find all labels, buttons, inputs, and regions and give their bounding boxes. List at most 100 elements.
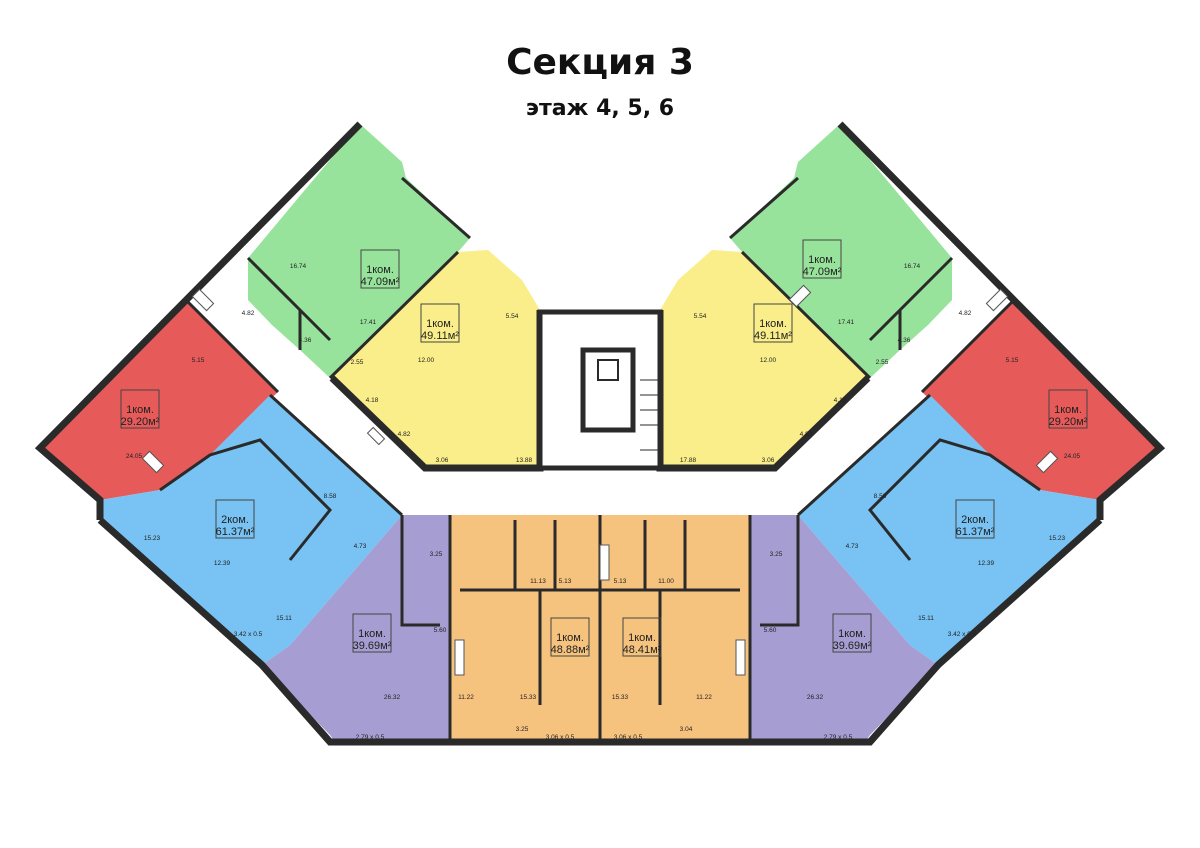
room-dimension: 12.39 <box>978 560 995 567</box>
apt-orange-right[interactable] <box>600 515 750 740</box>
apartment-label-blue-right: 2ком.61.37м² <box>955 499 995 539</box>
apartment-area: 29.20м² <box>1049 416 1088 428</box>
apartment-label-orange-left: 1ком.48.88м² <box>550 617 590 657</box>
apartment-label-yellow-left: 1ком.49.11м² <box>420 303 460 343</box>
apartment-label-yellow-right: 1ком.49.11м² <box>753 303 793 343</box>
room-dimension: 3.04 <box>680 726 693 733</box>
room-dimension: 15.11 <box>276 615 292 622</box>
room-dimension: 16.74 <box>904 263 921 270</box>
room-dimension: 15.33 <box>520 694 537 701</box>
apartment-area: 39.69м² <box>833 640 872 652</box>
apartment-rooms: 2ком. <box>221 514 249 526</box>
room-dimension: 24.05 <box>126 453 143 460</box>
apartment-rooms: 1ком. <box>808 254 836 266</box>
apartment-label-box <box>1048 389 1088 429</box>
apartment-rooms: 1ком. <box>366 264 394 276</box>
apartment-area: 39.69м² <box>353 640 392 652</box>
room-dimension: 3.06 x 0.5 <box>546 734 575 741</box>
windows <box>141 284 1059 676</box>
apartment-label-box <box>215 499 255 539</box>
floor-subtitle: этаж 4, 5, 6 <box>525 96 675 121</box>
apartment-label-box <box>802 239 842 279</box>
apt-blue-right[interactable] <box>798 395 1100 665</box>
apartment-area: 47.09м² <box>803 266 842 278</box>
room-dimension: 3.25 <box>430 551 443 558</box>
apartment-label-red-right: 1ком.29.20м² <box>1048 389 1088 429</box>
room-dimension: 12.39 <box>214 560 231 567</box>
apartment-area: 61.37м² <box>216 526 255 538</box>
apartment-labels: 1ком.47.09м²1ком.49.11м²1ком.29.20м²2ком… <box>120 239 1088 657</box>
apartment-label-box <box>352 613 392 653</box>
room-dimension: 4.73 <box>354 543 367 550</box>
section-title: Секция 3 <box>506 42 694 83</box>
room-dimension: 5.13 <box>559 578 572 585</box>
room-dimension: 4.82 <box>800 431 813 438</box>
apartment-area: 29.20м² <box>121 416 160 428</box>
apartment-label-box <box>120 389 160 429</box>
apartment-rooms: 1ком. <box>759 318 787 330</box>
room-dimension: 3.42 x 0.5 <box>234 631 263 638</box>
room-dimension: 4.18 <box>834 397 847 404</box>
room-dimension: 5.60 <box>434 627 447 634</box>
room-dimension: 5.15 <box>192 357 205 364</box>
apartment-label-purple-right: 1ком.39.69м² <box>832 613 872 653</box>
apartment-label-box <box>360 249 400 289</box>
apartment-rooms: 1ком. <box>126 404 154 416</box>
apartment-rooms: 1ком. <box>358 628 386 640</box>
apartment-area: 48.41м² <box>623 644 662 656</box>
apartment-area: 49.11м² <box>754 330 792 342</box>
room-dimension: 11.00 <box>658 578 674 585</box>
room-dimension: 11.22 <box>696 694 712 701</box>
room-dimension: 8.58 <box>874 493 887 500</box>
room-dimension: 5.15 <box>1006 357 1019 364</box>
apartment-area: 49.11м² <box>421 330 459 342</box>
apt-orange-left[interactable] <box>450 515 600 740</box>
room-dimension: 24.05 <box>1064 453 1081 460</box>
room-dimension: 4.82 <box>242 310 255 317</box>
room-dimension: 15.33 <box>612 694 629 701</box>
room-dimension: 15.11 <box>918 615 934 622</box>
room-dimension: 13.88 <box>516 457 533 464</box>
apartment-rooms: 1ком. <box>1054 404 1082 416</box>
apartment-label-red-left: 1ком.29.20м² <box>120 389 160 429</box>
room-dimension: 4.82 <box>959 310 972 317</box>
apartment-label-green-right: 1ком.47.09м² <box>802 239 842 279</box>
room-dimension: 2.79 x 0.5 <box>824 734 853 741</box>
apartment-area: 47.09м² <box>361 276 400 288</box>
room-dimension: 5.54 <box>506 313 519 320</box>
apartment-rooms: 2ком. <box>961 514 989 526</box>
apt-blue-left[interactable] <box>100 395 402 665</box>
room-dimension: 4.18 <box>366 397 379 404</box>
room-dimension: 4.36 <box>299 337 312 344</box>
room-dimension: 3.25 <box>516 726 529 733</box>
room-dimension: 5.54 <box>694 313 707 320</box>
apt-yellow-right[interactable] <box>660 250 870 468</box>
room-dimension: 17.41 <box>838 319 855 326</box>
room-dimension: 8.58 <box>324 493 337 500</box>
room-dimension: 3.06 x 0.5 <box>614 734 643 741</box>
room-dimension: 26.32 <box>384 694 401 701</box>
outer-walls <box>34 121 1166 746</box>
room-dimension: 11.22 <box>458 694 474 701</box>
room-dimension: 4.73 <box>846 543 859 550</box>
apartment-label-box <box>832 613 872 653</box>
apartment-rooms: 1ком. <box>628 632 656 644</box>
apartment-label-green-left: 1ком.47.09м² <box>360 249 400 289</box>
apt-red-right[interactable] <box>922 300 1160 500</box>
room-dimension: 5.13 <box>614 578 627 585</box>
apartment-rooms: 1ком. <box>556 632 584 644</box>
apartment-label-blue-left: 2ком.61.37м² <box>215 499 255 539</box>
apartment-label-box <box>420 303 460 343</box>
apartment-label-orange-right: 1ком.48.41м² <box>622 617 662 657</box>
room-dimension: 4.36 <box>898 337 911 344</box>
room-dimension: 5.60 <box>764 627 777 634</box>
apartment-rooms: 1ком. <box>426 318 454 330</box>
apartment-label-purple-left: 1ком.39.69м² <box>352 613 392 653</box>
apartment-area: 61.37м² <box>956 526 995 538</box>
apt-yellow-left[interactable] <box>330 250 540 468</box>
room-dimension: 16.74 <box>290 263 307 270</box>
room-dimension: 4.82 <box>398 431 411 438</box>
room-dimension: 2.55 <box>876 359 889 366</box>
room-dimension: 26.32 <box>807 694 824 701</box>
room-dimension: 2.55 <box>351 359 364 366</box>
